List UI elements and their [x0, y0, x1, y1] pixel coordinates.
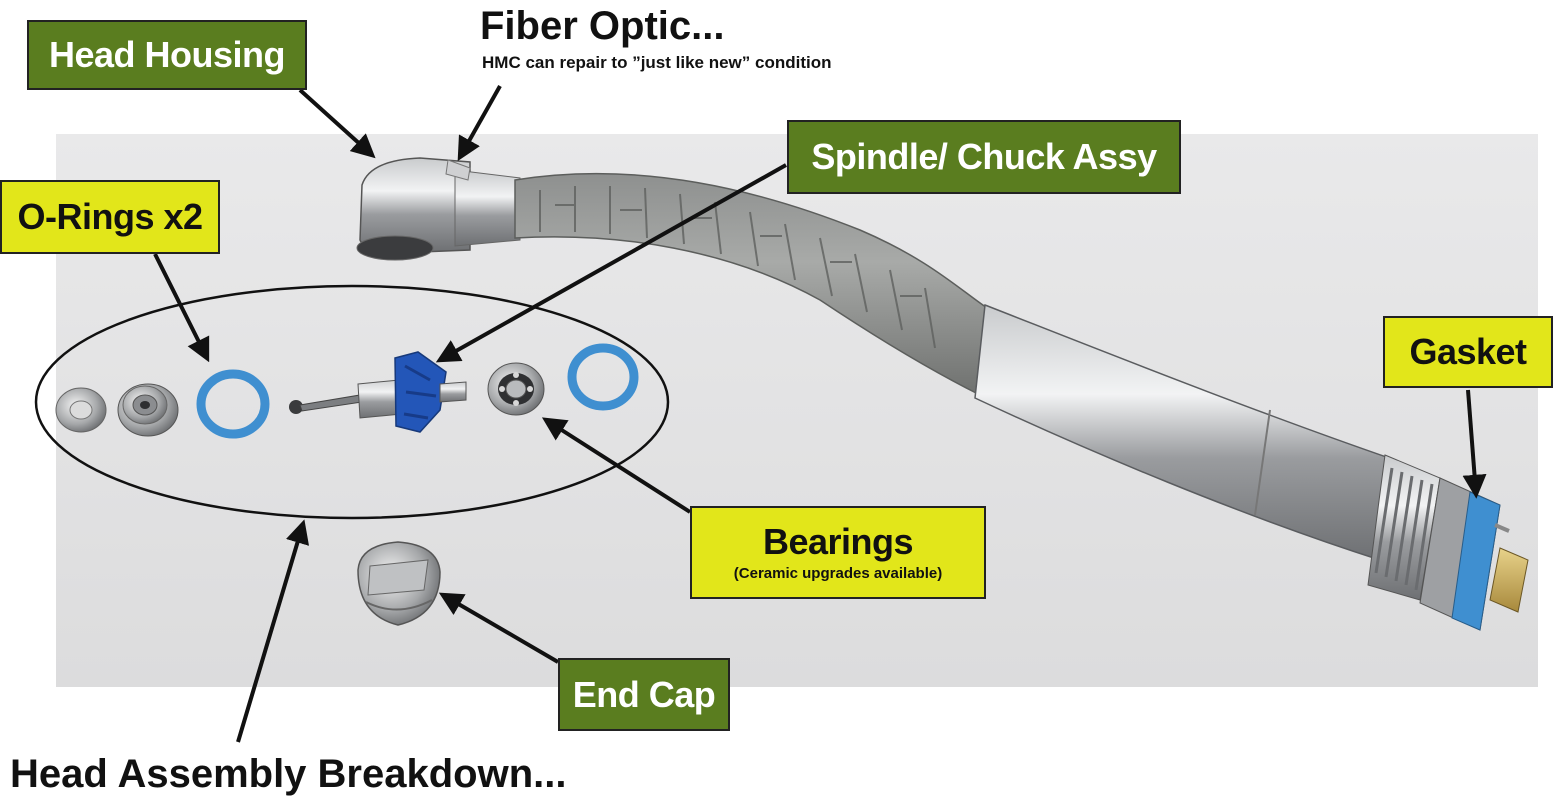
head-housing-text: Head Housing — [48, 34, 286, 75]
bearings-note: (Ceramic upgrades available) — [733, 565, 943, 582]
bearings-text: Bearings — [762, 521, 914, 562]
arrow-end-cap — [438, 592, 560, 664]
head-housing-part — [356, 157, 521, 261]
arrow-head-assembly — [236, 519, 310, 743]
spindle-label: Spindle/ Chuck Assy — [787, 120, 1181, 194]
arrow-spindle — [435, 163, 787, 363]
end-cap-text: End Cap — [572, 673, 716, 715]
bearings-label: Bearings (Ceramic upgrades available) — [690, 506, 986, 599]
flanged-bearing-part — [117, 383, 179, 437]
washer-part — [55, 387, 107, 433]
o-ring-left-part — [196, 369, 270, 439]
head-housing-label: Head Housing — [27, 20, 307, 90]
arrow-fiber-optic — [457, 85, 502, 162]
fiber-optic-title: Fiber Optic... — [480, 4, 725, 48]
annotation-arrows — [153, 85, 1487, 743]
arrow-gasket — [1462, 389, 1487, 499]
handle-body — [974, 303, 1529, 631]
end-cap-part — [357, 541, 441, 626]
head-assembly-caption: Head Assembly Breakdown... — [10, 752, 567, 796]
spindle-part — [289, 351, 467, 433]
assembly-ellipse — [34, 284, 670, 520]
grip-body — [514, 172, 991, 397]
gasket-label: Gasket — [1383, 316, 1553, 388]
spindle-text: Spindle/ Chuck Assy — [811, 136, 1157, 177]
arrow-bearings — [541, 417, 692, 514]
o-rings-label: O-Rings x2 — [0, 180, 220, 254]
fiber-optic-note: HMC can repair to ”just like new” condit… — [482, 53, 832, 72]
arrow-head-housing — [298, 88, 376, 159]
arrow-o-rings — [153, 253, 210, 363]
gasket-text: Gasket — [1409, 331, 1527, 372]
o-rings-text: O-Rings x2 — [17, 196, 203, 237]
end-cap-label: End Cap — [558, 658, 730, 731]
ball-bearing-part — [487, 362, 545, 416]
o-ring-right-part — [567, 343, 639, 411]
